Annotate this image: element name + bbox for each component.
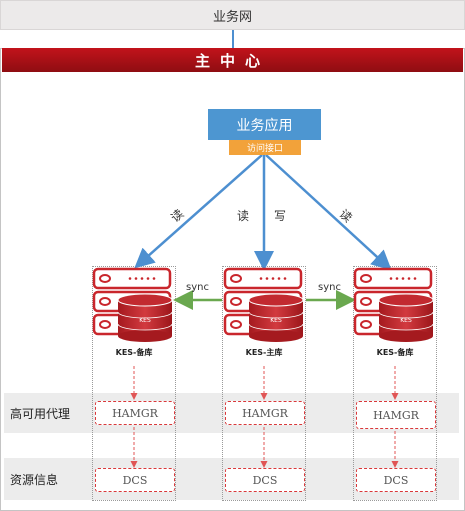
network-connector-line	[232, 30, 234, 48]
hamgr-label-right: HAMGR	[373, 408, 419, 422]
ha-proxy-row-label: 高可用代理	[10, 407, 71, 421]
business-app-box: 业务应用	[208, 109, 321, 140]
node-label-standby-right: KES-备库	[376, 348, 414, 357]
dcs-label-primary: DCS	[252, 473, 278, 487]
business-network-label: 业务网	[212, 9, 252, 25]
business-network-bar: 业务网	[0, 0, 465, 30]
business-app-label: 业务应用	[236, 117, 293, 134]
hamgr-label-left: HAMGR	[112, 406, 158, 420]
hamgr-box-primary: HAMGR	[225, 401, 305, 425]
node-frame-standby-left	[92, 266, 176, 501]
resource-info-row-label: 资源信息	[10, 473, 59, 487]
node-label-primary: KES-主库	[245, 348, 283, 357]
server-icon-standby-left	[92, 267, 173, 342]
db-tag-left: KES	[139, 317, 151, 324]
dcs-box-primary: DCS	[225, 468, 305, 492]
main-center-title: 主中心	[194, 51, 270, 70]
write-label-mid: 写	[274, 209, 287, 223]
node-frame-standby-right	[353, 266, 437, 501]
dcs-label-left: DCS	[122, 473, 148, 487]
node-label-standby-left: KES-备库	[115, 348, 153, 357]
read-arrow-left	[134, 154, 263, 269]
hamgr-box-left: HAMGR	[95, 401, 175, 425]
access-interface-tag: 访问接口	[229, 140, 301, 155]
dcs-box-right: DCS	[356, 468, 436, 492]
db-tag-right: KES	[400, 317, 412, 324]
read-arrow-right	[265, 154, 392, 271]
hamgr-box-right: HAMGR	[356, 401, 436, 429]
dcs-box-left: DCS	[95, 468, 175, 492]
server-icon-primary	[223, 267, 304, 342]
sync-label-right: sync	[318, 282, 341, 293]
read-label-mid: 读	[237, 209, 250, 223]
server-icon-standby-right	[353, 267, 434, 342]
access-interface-label: 访问接口	[246, 144, 283, 154]
db-tag-primary: KES	[270, 317, 282, 324]
sync-label-left: sync	[186, 282, 209, 293]
main-center-header: 主中心	[2, 48, 463, 72]
dcs-label-right: DCS	[383, 473, 409, 487]
hamgr-label-primary: HAMGR	[242, 406, 288, 420]
